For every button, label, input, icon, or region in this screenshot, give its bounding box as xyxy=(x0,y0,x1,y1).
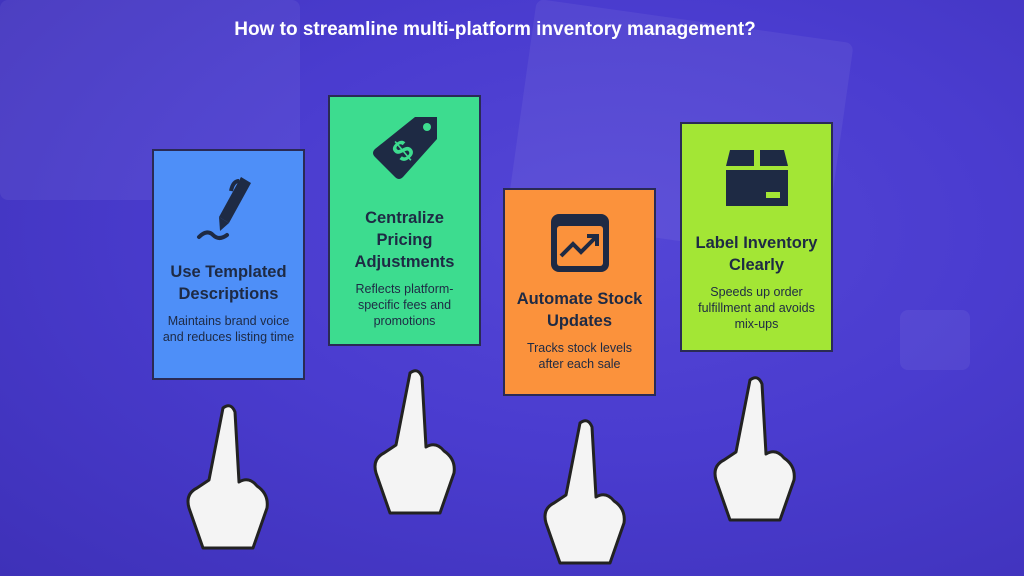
card-description: Speeds up order fulfillment and avoids m… xyxy=(698,285,815,331)
pointing-hand-icon xyxy=(543,419,626,565)
pointing-hand-icon xyxy=(186,404,269,550)
card-title: Centralize Pricing Adjustments xyxy=(354,209,455,271)
trending-chart-icon xyxy=(550,214,609,272)
price-tag-dollar-icon: $ xyxy=(372,117,437,179)
card-title: Use Templated Descriptions xyxy=(170,263,287,303)
card-templated-descriptions: Use Templated Descriptions Maintains bra… xyxy=(152,149,305,380)
card-description: Maintains brand voice and reduces listin… xyxy=(162,314,295,344)
card-title: Label Inventory Clearly xyxy=(695,234,818,274)
card-automate-stock: Automate Stock Updates Tracks stock leve… xyxy=(503,188,656,396)
pen-signature-icon xyxy=(196,177,251,240)
card-description: Tracks stock levels after each sale xyxy=(526,341,633,371)
card-label-inventory: Label Inventory Clearly Speeds up order … xyxy=(680,122,833,352)
page-title: How to streamline multi-platform invento… xyxy=(234,19,756,40)
pointing-hand-icon xyxy=(713,376,796,522)
background-mug xyxy=(900,310,970,370)
card-centralize-pricing: $ Centralize Pricing Adjustments Reflect… xyxy=(328,95,481,346)
package-box-icon xyxy=(725,150,788,206)
card-title: Automate Stock Updates xyxy=(516,290,643,330)
pointing-hand-icon xyxy=(373,369,456,515)
card-description: Reflects platform-specific fees and prom… xyxy=(355,282,454,328)
